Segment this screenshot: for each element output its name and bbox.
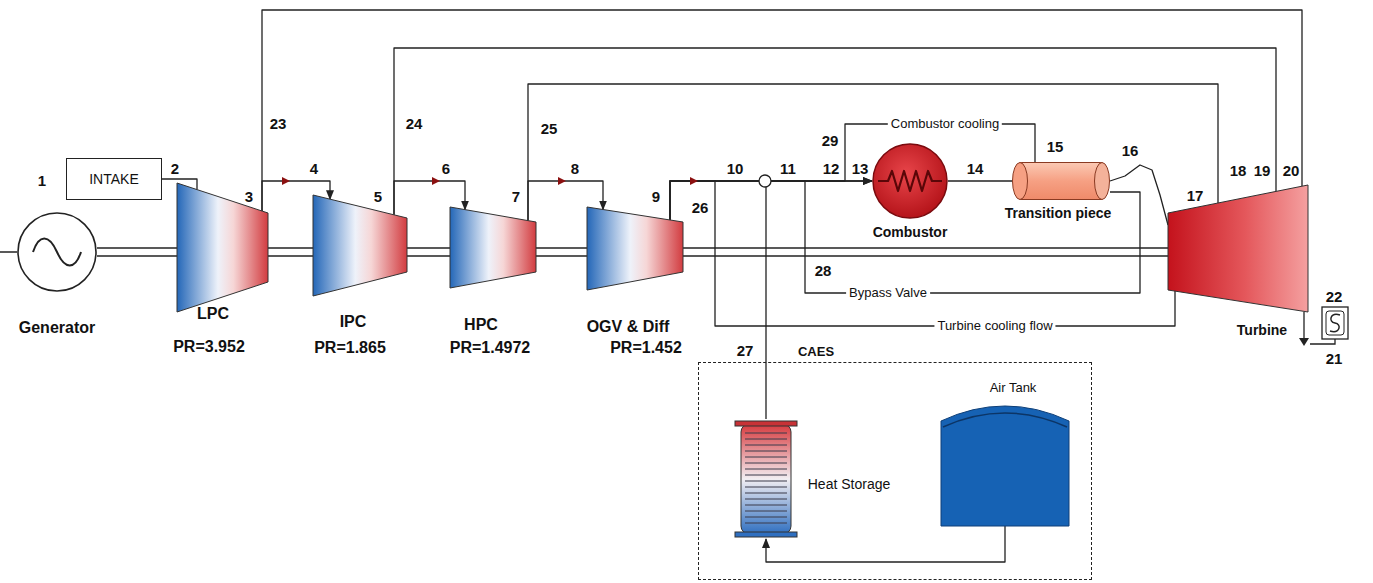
flow-arrow <box>690 177 698 185</box>
component-label: Heat Storage <box>808 477 891 491</box>
component-label: IPC <box>340 314 367 330</box>
flow-arrow <box>432 177 440 185</box>
stack-symbol <box>1330 314 1340 331</box>
component-label: Turbine <box>1237 323 1287 337</box>
callout-number: 4 <box>310 161 318 176</box>
turbine-shape <box>1168 185 1308 312</box>
callout-number: 8 <box>571 161 579 176</box>
callout-number: 16 <box>1122 143 1139 158</box>
callout-number: 14 <box>967 161 984 176</box>
callout-number: 22 <box>1326 289 1343 304</box>
callout-number: 27 <box>737 343 754 358</box>
mixing-junction <box>759 175 771 187</box>
flow-line <box>394 48 1276 215</box>
component-label: Combustor <box>873 225 948 239</box>
callout-number: 9 <box>652 189 660 204</box>
pressure-ratio: PR=3.952 <box>173 339 245 355</box>
compressor-stage: IPCPR=1.865 <box>313 195 407 296</box>
pressure-ratio: PR=1.865 <box>314 340 386 356</box>
flow-label: Turbine cooling flow <box>934 319 1055 333</box>
callout-number: 5 <box>374 189 382 204</box>
callout-number: 21 <box>1326 351 1343 366</box>
component-label: Generator <box>19 320 95 336</box>
flow-label: Bypass Valve <box>846 286 930 300</box>
callout-number: 29 <box>822 133 839 148</box>
callout-number: 25 <box>541 121 558 136</box>
callout-number: 19 <box>1254 163 1271 178</box>
pressure-ratio: PR=1.4972 <box>450 340 531 356</box>
callout-number: 13 <box>852 161 869 176</box>
component-label: OGV & Diff <box>587 319 670 335</box>
generator-circle <box>17 212 97 292</box>
flow-line <box>1110 165 1168 225</box>
callout-number: 2 <box>171 161 179 176</box>
callout-number: 18 <box>1230 163 1247 178</box>
component-label: INTAKE <box>89 172 139 186</box>
component-label: HPC <box>464 317 498 333</box>
pressure-ratio: PR=1.452 <box>610 340 682 356</box>
component-label: LPC <box>197 306 229 322</box>
callout-number: 28 <box>815 263 832 278</box>
callout-number: 12 <box>823 161 840 176</box>
callout-number: 10 <box>727 161 744 176</box>
callout-number: 17 <box>1187 188 1204 203</box>
flow-arrow <box>282 177 290 185</box>
intake-box: INTAKE <box>66 158 162 200</box>
exhaust-line <box>1303 312 1304 338</box>
callout-number: 26 <box>692 200 709 215</box>
component-label: Transition piece <box>1005 206 1112 220</box>
transition-piece: Transition piece <box>1012 162 1110 200</box>
callout-number: 3 <box>245 189 253 204</box>
combustor-shape <box>872 143 948 219</box>
combustor: Combustor <box>872 143 948 219</box>
flow-line <box>670 181 872 220</box>
compressor-shape <box>587 207 683 290</box>
flow-label: Combustor cooling <box>888 117 1002 131</box>
callout-number: 24 <box>406 116 423 131</box>
flow-line <box>948 180 1012 181</box>
callout-number: 7 <box>512 189 520 204</box>
transition-cylinder <box>1012 162 1110 200</box>
compressor-shape <box>177 183 268 312</box>
caes-boundary: CAESHeat StorageAir Tank <box>698 362 1092 580</box>
stack-symbol <box>1322 307 1348 339</box>
flow-arrow <box>558 177 566 185</box>
heat-storage-vessel <box>735 419 797 539</box>
compressor-shape <box>313 195 407 296</box>
callout-number: 1 <box>38 173 46 188</box>
generator-stub <box>0 251 17 253</box>
flow-line <box>670 124 1035 220</box>
compressor-stage: OGV & DiffPR=1.452 <box>587 207 683 290</box>
callout-number: 23 <box>270 116 287 131</box>
air-tank-shape <box>941 399 1069 526</box>
compressor-stage: LPCPR=3.952 <box>177 183 268 312</box>
flow-line <box>766 526 1005 562</box>
compressor-stage: HPCPR=1.4972 <box>450 207 536 288</box>
callout-number: 11 <box>780 161 796 176</box>
compressor-shape <box>450 207 536 288</box>
exhaust-line <box>1310 339 1335 344</box>
turbine: Turbine <box>1168 185 1308 312</box>
component-label: CAES <box>798 345 834 358</box>
callout-number: 20 <box>1283 163 1300 178</box>
callout-number: 6 <box>442 161 450 176</box>
stack-symbol <box>1326 311 1344 335</box>
component-label: Air Tank <box>990 381 1037 394</box>
generator-symbol: Generator <box>17 212 97 292</box>
callout-number: 15 <box>1047 139 1064 154</box>
exhaust-arrow <box>1299 338 1309 346</box>
air-tank: Air Tank <box>941 399 1069 526</box>
heat-storage: Heat Storage <box>735 419 797 539</box>
flow-line <box>528 84 1218 221</box>
